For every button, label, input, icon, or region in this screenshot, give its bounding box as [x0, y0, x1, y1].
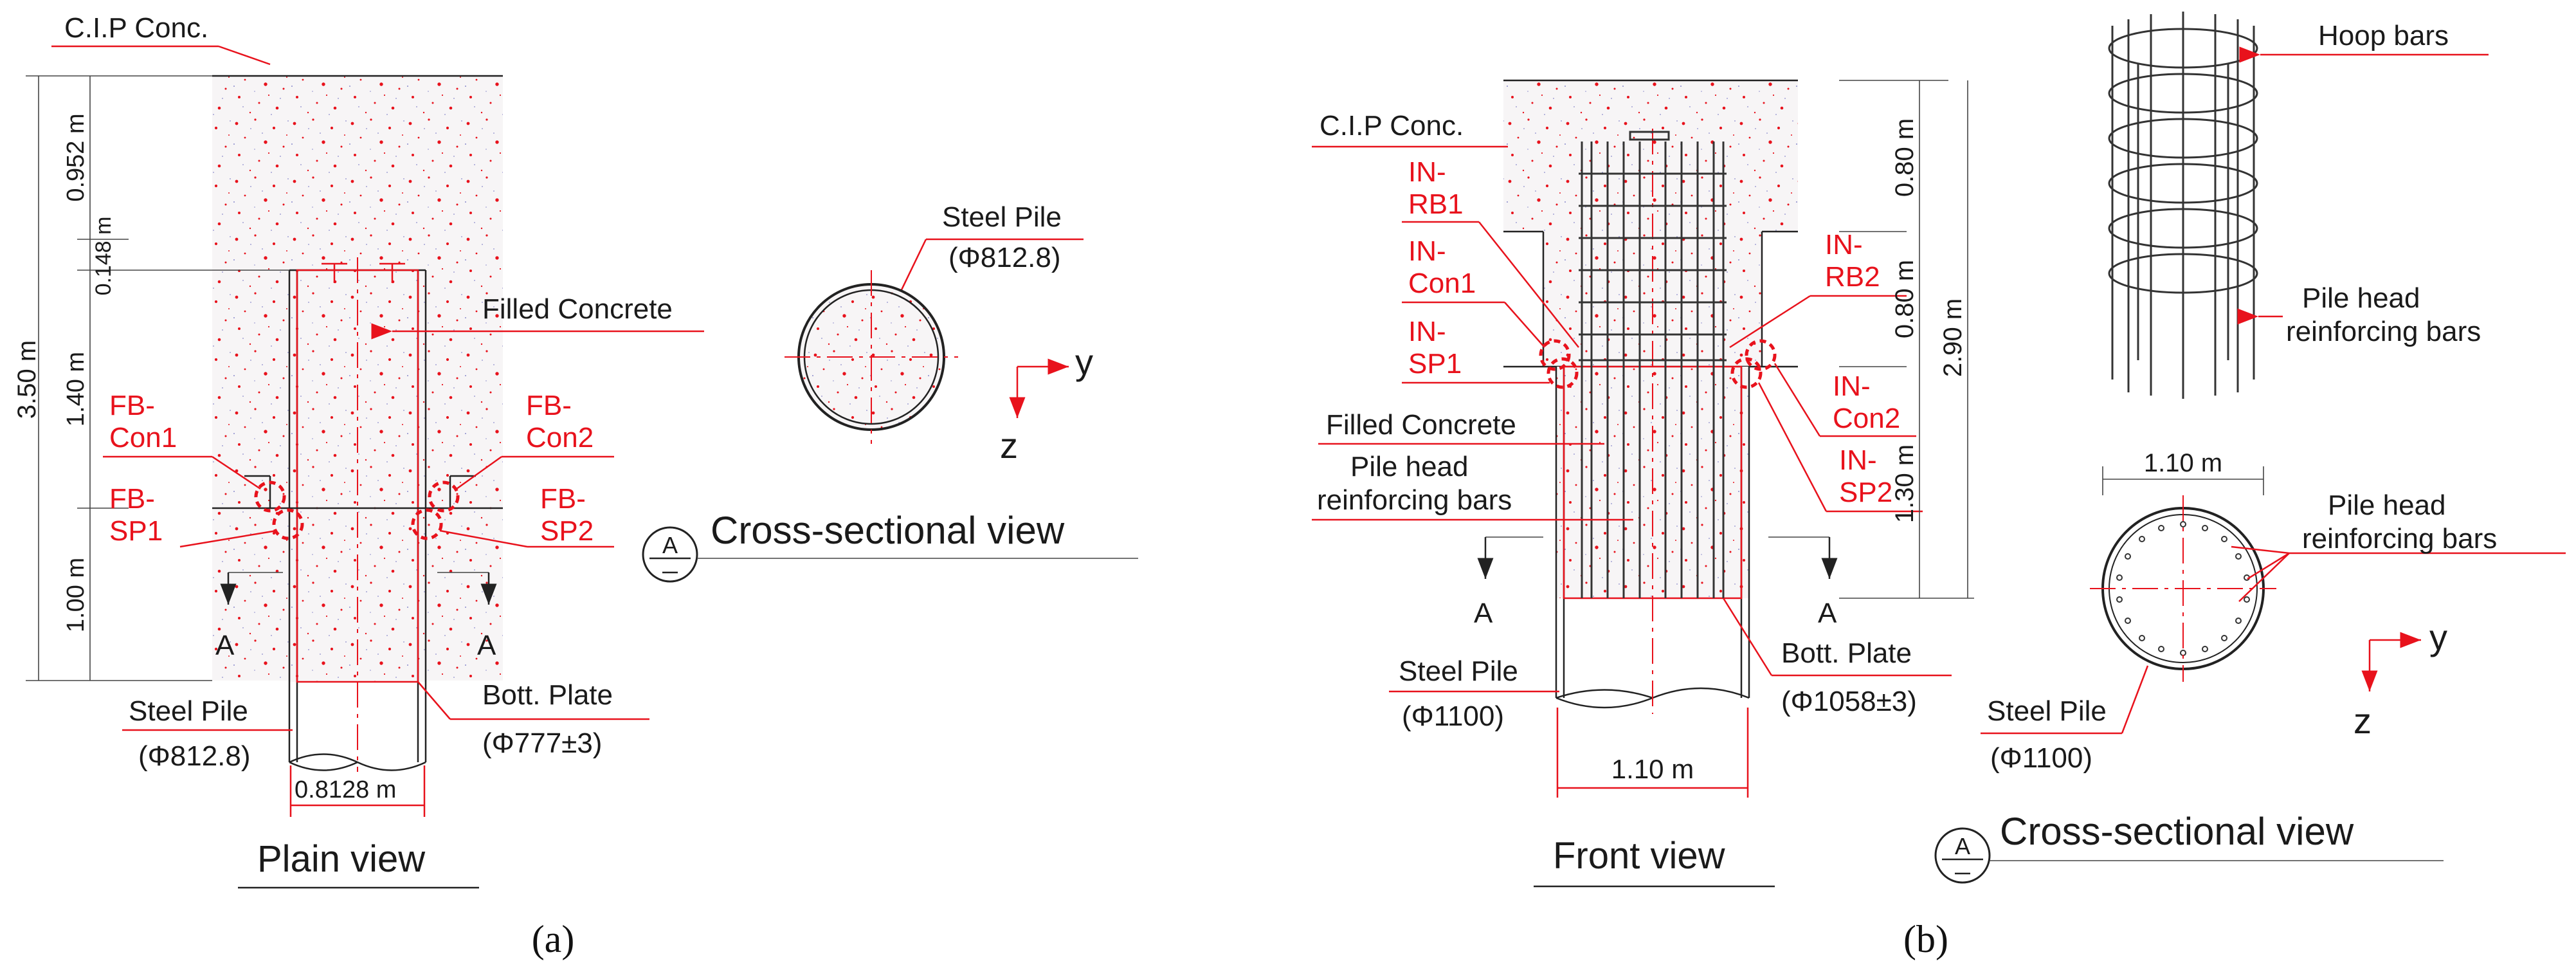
filled-concrete-label-a: Filled Concrete: [482, 293, 673, 325]
dim-080-top: 0.80 m: [1891, 118, 1919, 197]
panel-a: C.I.P Conc.: [13, 12, 1138, 960]
pile-head-label-b-line2: reinforcing bars: [1317, 484, 1512, 516]
xsec-steel-pile-label-b: Steel Pile: [1987, 695, 2107, 727]
axis-y-a: y: [1075, 342, 1093, 382]
in-rb1-line1: IN-: [1408, 156, 1446, 188]
section-marker-b-right: A: [1818, 598, 1837, 629]
xsec-title-a: Cross-sectional view: [711, 509, 1065, 552]
axis-z-a: z: [1000, 425, 1018, 466]
dim-bottom-a: 1.00 m: [62, 558, 89, 632]
pile-head-label-b-line1: Pile head: [1350, 451, 1468, 482]
in-con2-line1: IN-: [1833, 371, 1871, 402]
xsec-pile-head-line2: reinforcing bars: [2302, 523, 2497, 554]
steel-pile-label-b: Steel Pile: [1399, 655, 1518, 687]
dim-080-mid: 0.80 m: [1891, 260, 1919, 338]
cip-label-a: C.I.P Conc.: [64, 12, 208, 44]
fb-con2-line2: Con2: [526, 422, 594, 453]
bott-plate-label-a: Bott. Plate: [482, 679, 613, 711]
bott-plate-dia-a: (Φ777±3): [482, 727, 602, 759]
in-rb2-line1: IN-: [1825, 229, 1863, 261]
xsec-steel-pile-dia-b: (Φ1100): [1990, 742, 2092, 774]
in-con2-line2: Con2: [1833, 403, 1900, 434]
fb-con1-line1: FB-: [109, 390, 155, 421]
bott-plate-label-b: Bott. Plate: [1781, 637, 1912, 669]
bott-plate-dia-b: (Φ1058±3): [1781, 686, 1917, 717]
view-title-a: Plain view: [257, 838, 426, 880]
cip-block-b: [1503, 80, 1798, 232]
width-dim-b: 1.10 m: [1611, 754, 1694, 784]
in-sp2-line2: SP2: [1839, 477, 1892, 508]
fb-con2-line1: FB-: [526, 390, 572, 421]
dim-top-a: 0.952 m: [62, 113, 89, 201]
axis-z-b: z: [2354, 700, 2372, 741]
in-sp1-line2: SP1: [1408, 348, 1462, 380]
iso-pile-head-line1: Pile head: [2302, 282, 2420, 314]
steel-pile-dia-a: (Φ812.8): [138, 740, 251, 772]
xsec-badge-b: A: [1955, 833, 1970, 859]
isometric-rebar-cage: [2108, 12, 2258, 399]
xsec-pile-head-line1: Pile head: [2328, 490, 2445, 521]
sensor-in-sp2: [1730, 357, 1763, 389]
caption-b: (b): [1903, 918, 1948, 960]
in-sp2-line1: IN-: [1839, 444, 1877, 476]
xsec-width-b: 1.10 m: [2144, 449, 2222, 477]
sensor-in-sp1: [1547, 357, 1579, 389]
in-con1-line1: IN-: [1408, 235, 1446, 267]
cip-leader-a2: [218, 45, 271, 66]
filled-concrete-label-b: Filled Concrete: [1326, 409, 1516, 441]
axis-y-b: y: [2429, 617, 2447, 657]
fb-sp2-line1: FB-: [540, 483, 586, 515]
iso-pile-head-line2: reinforcing bars: [2286, 316, 2481, 347]
rebar-cage-b: [1579, 131, 1727, 598]
cip-label-b: C.I.P Conc.: [1320, 110, 1464, 142]
dim-130: 1.30 m: [1891, 444, 1919, 523]
dim-mid-a: 1.40 m: [62, 352, 89, 426]
in-rb2-line2: RB2: [1825, 261, 1880, 293]
steel-pile-label-a: Steel Pile: [129, 695, 248, 727]
xsec-title-b: Cross-sectional view: [2000, 810, 2354, 853]
fb-sp1-line2: SP1: [109, 515, 163, 547]
sensor-fb-con2: [428, 480, 460, 513]
in-sp1-line1: IN-: [1408, 316, 1446, 347]
sensor-fb-sp2: [411, 508, 443, 540]
section-marker-a-left: A: [215, 630, 235, 661]
fb-sp2-line2: SP2: [540, 515, 594, 547]
xsec-badge-circle-b: [1934, 827, 1991, 884]
steel-pile-dia-b: (Φ1100): [1402, 700, 1504, 732]
section-marker-b-left: A: [1474, 598, 1493, 629]
hoop-bars-label: Hoop bars: [2318, 20, 2449, 51]
sensor-in-con2: [1745, 339, 1777, 371]
dim-total-a: 3.50 m: [13, 340, 41, 419]
sensor-fb-sp1: [272, 508, 304, 540]
xsec-badge-circle-a: [642, 526, 698, 583]
dim-290: 2.90 m: [1939, 298, 1967, 377]
xsec-steel-pile-dia-a: (Φ812.8): [948, 242, 1061, 273]
xsec-steel-pile-label-a: Steel Pile: [942, 201, 1062, 233]
fb-sp1-line1: FB-: [109, 483, 155, 515]
in-con1-line2: Con1: [1408, 268, 1476, 299]
in-rb1-line2: RB1: [1408, 188, 1464, 220]
dim-small-a: 0.148 m: [91, 217, 116, 296]
xsec-badge-a: A: [662, 532, 678, 558]
caption-a: (a): [532, 918, 575, 960]
width-dim-a: 0.8128 m: [295, 776, 396, 803]
fb-con1-line2: Con1: [109, 422, 177, 453]
panel-b: C.I.P Conc.: [1312, 12, 2566, 960]
view-title-b: Front view: [1553, 835, 1726, 877]
section-marker-a-right: A: [477, 630, 496, 661]
sensor-fb-con1: [254, 480, 286, 513]
sensor-in-con1: [1539, 339, 1571, 371]
